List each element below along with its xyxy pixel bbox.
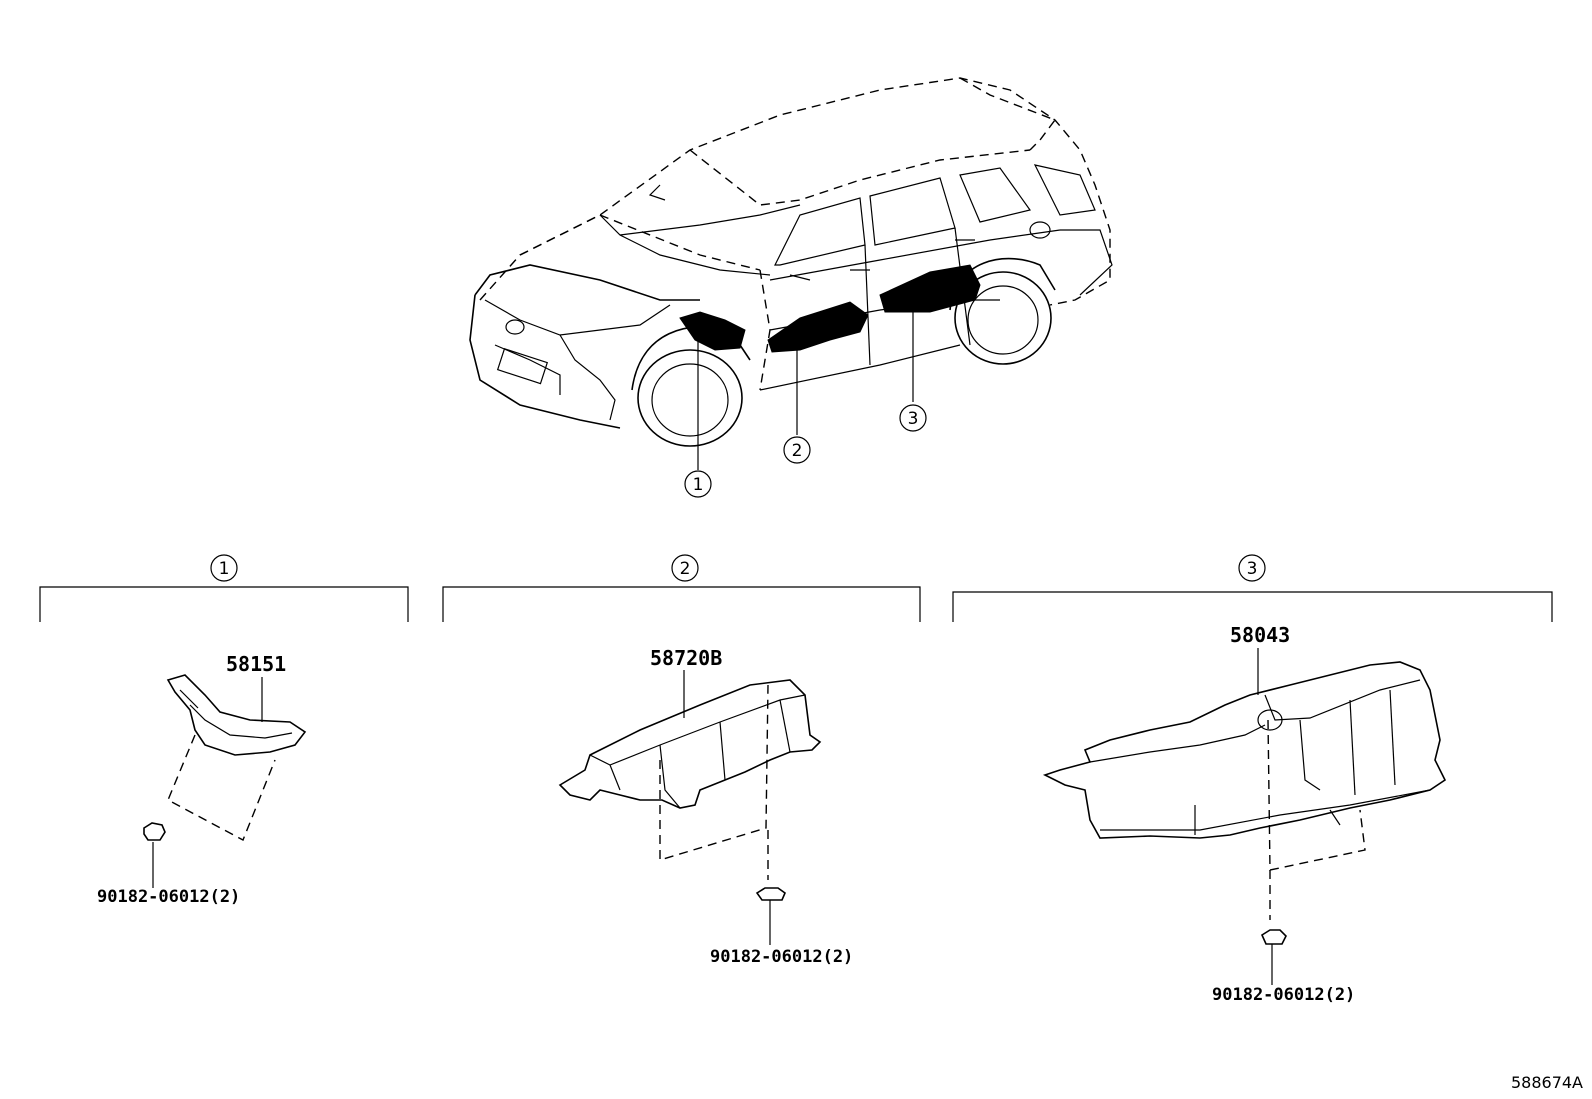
part-3-location [879, 264, 981, 313]
group-3: 3 58043 90182-06012(2) [952, 554, 1553, 1005]
group-2: 2 58720B 90182-06012(2) [442, 554, 921, 967]
vehicle-illustration [469, 77, 1113, 470]
fastener-label: 90182-06012(2) [1212, 985, 1355, 1005]
group-bracket [442, 586, 921, 622]
clip-icon [1260, 929, 1287, 945]
part-58151-shape [166, 674, 307, 756]
reference-code: 588674A [1511, 1073, 1583, 1092]
vehicle-callout-2: 2 [783, 436, 811, 464]
vehicle-callout-1: 1 [684, 470, 712, 498]
callout-number: 1 [693, 475, 704, 495]
group-1: 1 58151 90182-06012(2) [39, 554, 409, 907]
clip-icon [755, 887, 786, 901]
part-1-location [679, 311, 746, 351]
part-number-label: 58720B [650, 646, 722, 670]
vehicle-callout-3: 3 [899, 404, 927, 432]
part-58720B-shape [558, 679, 822, 809]
clip-icon [143, 822, 166, 841]
callout-number: 2 [792, 441, 803, 461]
group-bracket [39, 586, 409, 622]
part-58043-shape [1042, 661, 1447, 839]
part-number-label: 58151 [226, 652, 286, 676]
group-callout-number: 3 [1247, 559, 1258, 579]
group-callout-number: 1 [219, 559, 230, 579]
part-number-label: 58043 [1230, 623, 1290, 647]
fastener-label: 90182-06012(2) [710, 947, 853, 967]
group-callout-number: 2 [680, 559, 691, 579]
fastener-label: 90182-06012(2) [97, 887, 240, 907]
group-bracket [952, 591, 1553, 622]
callout-number: 3 [908, 409, 919, 429]
part-2-location [767, 301, 869, 353]
